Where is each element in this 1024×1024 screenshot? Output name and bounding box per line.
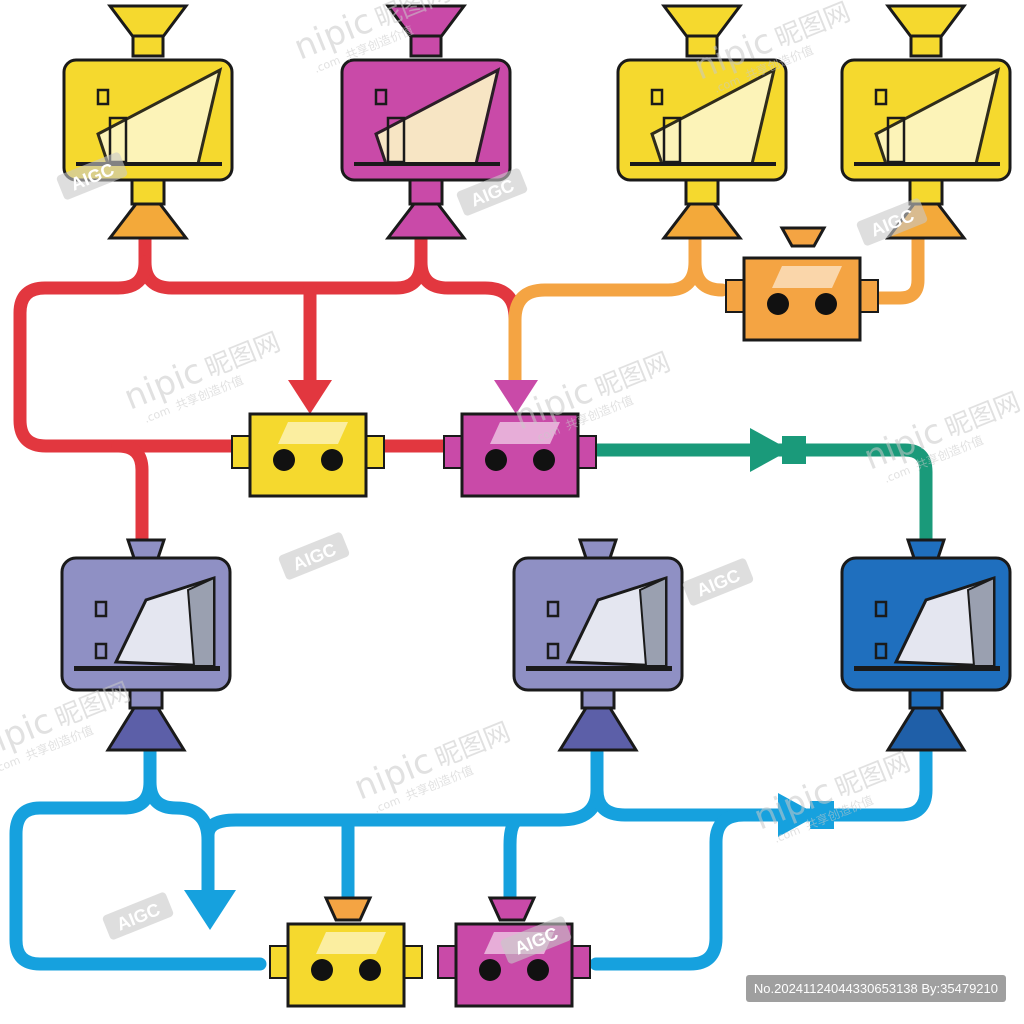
blue-pipe-bottom-right bbox=[589, 808, 751, 971]
blue-pipe-right-return bbox=[590, 743, 933, 822]
nipic-watermark-8: nipic 昵图网 .com 共享创造价值 bbox=[748, 747, 915, 845]
aigc-badge-6: AIGC bbox=[102, 892, 174, 940]
mid-machine-3 bbox=[840, 538, 1012, 752]
arrow-down-red-left bbox=[288, 380, 332, 414]
nipic-watermark-4: nipic 昵图网 .com 共享创造价值 bbox=[508, 347, 675, 445]
svg-text:昵图网: 昵图网 bbox=[941, 387, 1024, 444]
arrow-right-green bbox=[750, 428, 790, 472]
svg-text:昵图网: 昵图网 bbox=[771, 0, 855, 54]
arrow-down-blue bbox=[184, 890, 236, 930]
green-pipe bbox=[591, 443, 933, 547]
pipes bbox=[9, 231, 933, 971]
svg-text:昵图网: 昵图网 bbox=[201, 327, 285, 384]
blue-pipe-left-loop bbox=[9, 743, 267, 971]
arrow-right-blue bbox=[778, 793, 818, 837]
machines bbox=[60, 4, 1012, 1008]
svg-text:昵图网: 昵图网 bbox=[591, 347, 675, 404]
aigc-badge-7: AIGC bbox=[500, 916, 572, 964]
top-machine-1 bbox=[62, 4, 234, 240]
nipic-watermark-5: nipic 昵图网 .com 共享创造价值 bbox=[858, 387, 1024, 485]
aigc-badge-4: AIGC bbox=[278, 532, 350, 580]
arrow-right-green-tail bbox=[782, 436, 806, 464]
svg-text:昵图网: 昵图网 bbox=[431, 717, 515, 774]
nipic-watermark-7: nipic 昵图网 .com 共享创造价值 bbox=[348, 717, 515, 815]
red-pipe-left-loop bbox=[13, 255, 239, 453]
bottom-connector-magenta bbox=[436, 896, 592, 1008]
top-machine-4 bbox=[840, 4, 1012, 240]
blue-pipe-to-magenta-connector bbox=[503, 813, 527, 912]
orange-pipe-right-loop bbox=[873, 231, 925, 305]
orange-pipe-to-junction bbox=[688, 255, 729, 297]
orange-junction bbox=[724, 226, 880, 342]
red-pipe-right-branch bbox=[414, 255, 522, 392]
image-id-badge: No.20241124044330653138 By:35479210 bbox=[745, 975, 1006, 1002]
red-pipe-top-link bbox=[138, 231, 428, 295]
arrow-right-blue-tail bbox=[810, 801, 834, 829]
mid-machine-2 bbox=[512, 538, 684, 752]
arrow-down-magenta bbox=[494, 380, 538, 414]
aigc-badge-5: AIGC bbox=[682, 558, 754, 606]
flow-arrows bbox=[184, 380, 834, 930]
svg-text:昵图网: 昵图网 bbox=[831, 747, 915, 804]
red-pipe-down-to-lavender bbox=[111, 439, 149, 547]
mid-connector-yellow bbox=[230, 412, 386, 498]
blue-pipe-down-arrow-branch bbox=[143, 775, 215, 907]
bottom-connector-yellow bbox=[268, 896, 424, 1008]
